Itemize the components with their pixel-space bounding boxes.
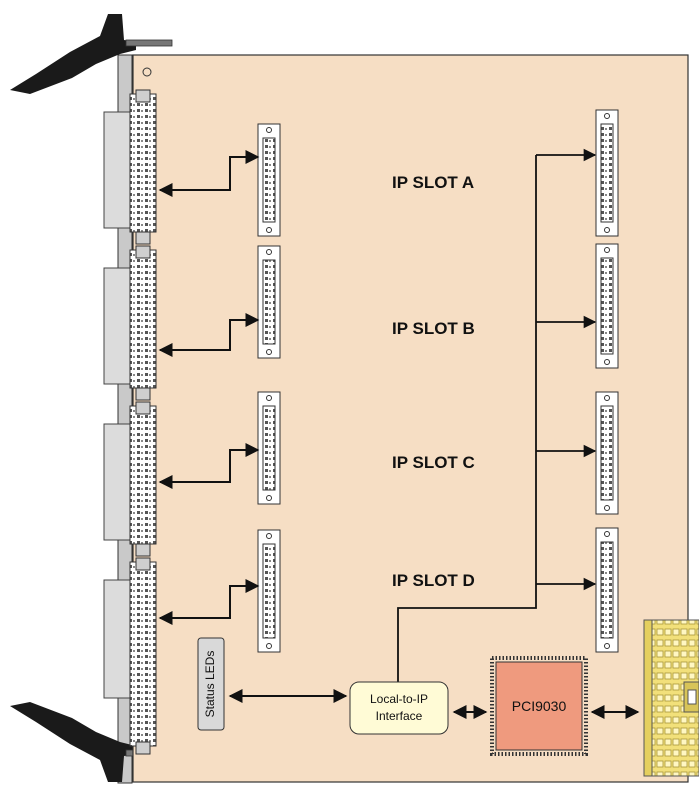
front-io-connector-a <box>103 89 157 245</box>
ip-logic-connector-d <box>595 527 619 653</box>
local-bus-trunk <box>397 155 537 682</box>
slot-label-a: IP SLOT A <box>392 173 474 192</box>
ip-field-connector-a <box>257 123 281 237</box>
mounting-hole-top <box>142 67 152 77</box>
local-ip-label-line2: Interface <box>376 709 423 723</box>
top-ejector-handle <box>10 14 136 94</box>
field-io-arrow-b <box>158 313 260 357</box>
field-io-arrow-a <box>158 150 260 197</box>
compactpci-edge-connector <box>643 619 699 777</box>
ip-field-connector-b <box>257 245 281 359</box>
front-io-connector-b <box>103 245 157 401</box>
field-io-arrow-c <box>158 443 260 489</box>
top-ejector-pin <box>125 39 173 47</box>
pci9030-label: PCI9030 <box>512 698 567 714</box>
slot-label-c: IP SLOT C <box>392 453 475 472</box>
pci9030-chip: PCI9030 <box>490 656 588 756</box>
ip-field-connector-d <box>257 529 281 653</box>
status-leds-block: Status LEDs <box>197 637 225 731</box>
status-leds-label: Status LEDs <box>203 651 217 718</box>
slot-label-b: IP SLOT B <box>392 319 475 338</box>
ip-logic-connector-c <box>595 391 619 515</box>
slot-label-d: IP SLOT D <box>392 571 475 590</box>
ip-logic-connector-b <box>595 243 619 369</box>
field-io-arrow-d <box>158 579 260 625</box>
bottom-ejector-handle <box>10 702 136 782</box>
front-io-connector-c <box>103 401 157 557</box>
local-to-ip-interface-block: Local-to-IP Interface <box>349 681 449 735</box>
ip-field-connector-c <box>257 391 281 505</box>
ip-logic-connector-a <box>595 109 619 237</box>
front-io-connector-d <box>103 557 157 755</box>
local-ip-label-line1: Local-to-IP <box>370 692 428 706</box>
